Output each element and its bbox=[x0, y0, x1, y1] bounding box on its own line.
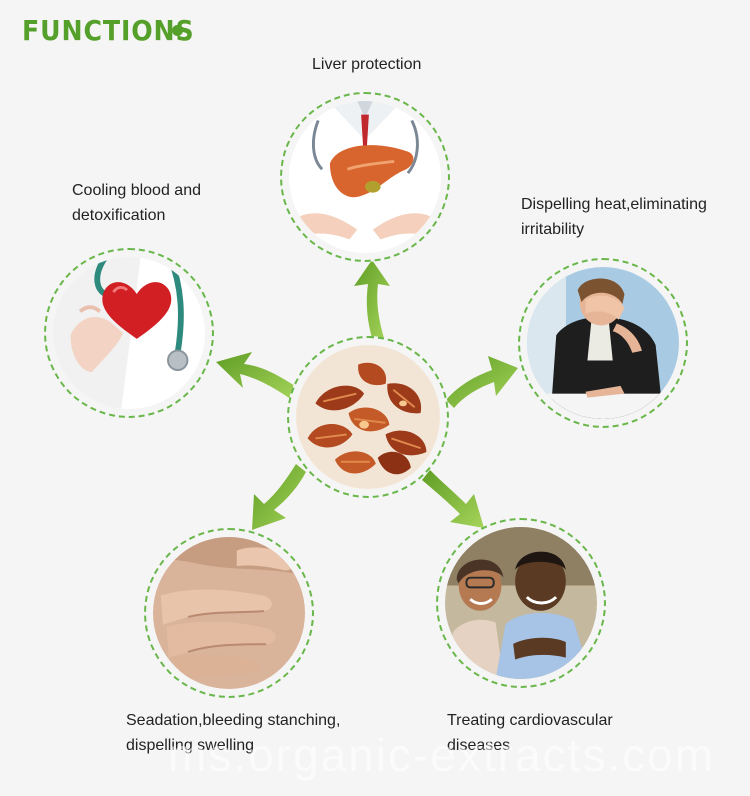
label-liver-protection: Liver protection bbox=[312, 56, 422, 73]
arrow-left-icon bbox=[216, 352, 298, 400]
liver-icon bbox=[289, 101, 441, 253]
stressed-person-icon bbox=[527, 267, 679, 419]
gardenia-fruit-icon bbox=[296, 345, 440, 489]
circle-dispelling-heat bbox=[518, 258, 688, 428]
label-cooling-blood: Cooling blood and detoxification bbox=[72, 182, 201, 224]
arrow-up-icon bbox=[354, 260, 390, 338]
circle-liver-protection bbox=[280, 92, 450, 262]
title-dot bbox=[172, 25, 183, 36]
hands-belly-icon bbox=[153, 537, 305, 689]
label-dispelling-heat: Dispelling heat,eliminating irritability bbox=[521, 196, 707, 238]
circle-seadation bbox=[144, 528, 314, 698]
circle-cooling-blood bbox=[44, 248, 214, 418]
heart-icon bbox=[53, 257, 205, 409]
watermark-text: ms.organic-extracts.com bbox=[168, 729, 716, 781]
label-seadation: Seadation,bleeding stanching, dispelling… bbox=[126, 712, 341, 754]
circle-cardiovascular bbox=[436, 518, 606, 688]
smiling-couple-icon bbox=[445, 527, 597, 679]
arrow-down-right-icon bbox=[422, 470, 484, 528]
page-title: FUNCTIONS bbox=[22, 14, 195, 47]
label-cardiovascular: Treating cardiovascular diseases bbox=[447, 712, 613, 754]
circle-center-gardenia bbox=[287, 336, 449, 498]
arrow-down-left-icon bbox=[252, 464, 306, 530]
arrow-right-icon bbox=[446, 356, 518, 408]
